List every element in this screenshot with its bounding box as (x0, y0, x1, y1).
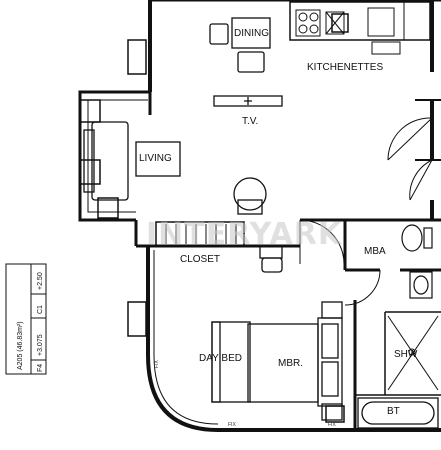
burner-2 (309, 12, 319, 22)
shower-cross (387, 315, 439, 391)
mba-toilet (401, 224, 423, 252)
living-furniture (83, 121, 267, 215)
tub-inner (361, 401, 435, 425)
sink-cross (325, 11, 345, 35)
closet (155, 221, 245, 247)
desk-chair-seat (261, 257, 283, 273)
bedroom-left-wall-inner (153, 250, 219, 425)
burner-4 (309, 24, 319, 34)
living-bay-window (78, 90, 150, 222)
kitchen-counter (289, 1, 431, 55)
kitchen-stool (371, 41, 401, 55)
entry-wall (415, 99, 441, 161)
day-bed-back (211, 321, 221, 403)
nightstand-bottom (321, 403, 343, 421)
lamp-box-6 (325, 405, 345, 423)
room-label-closet: CLOSET (180, 254, 220, 265)
kitchen-counter-top (289, 1, 431, 41)
doors (299, 117, 433, 306)
right-door-swing (409, 159, 433, 201)
mba-fixtures (401, 224, 433, 299)
mba-door-swing (344, 269, 381, 306)
unit-tag: A205 (46.83m²) F4 +3.075 C1 +2.50 (5, 263, 47, 375)
mba-vanity (409, 271, 433, 299)
tv-unit (213, 95, 283, 107)
lamp-box-2 (79, 99, 101, 123)
room-label-mba: MBA (364, 246, 386, 257)
left-wall-mid (134, 92, 152, 246)
lamp-box-4 (97, 197, 119, 219)
lamp-box-1 (127, 39, 147, 75)
lamp-box-5 (127, 301, 147, 337)
armchair-seat (237, 199, 263, 215)
room-label-bt: BT (387, 406, 400, 417)
sofa (91, 121, 129, 201)
coffee-table (135, 141, 181, 177)
lamp-box-7 (331, 13, 349, 33)
unit-tag-ceiling-code: C1 (37, 305, 44, 314)
watermark: INTERYARK (146, 217, 343, 252)
stove (295, 9, 321, 37)
dining-chair-bottom (237, 51, 265, 73)
burner-1 (298, 12, 308, 22)
room-label-shw: SHW (394, 349, 418, 360)
tub-outer (357, 397, 439, 429)
dining-chair-left (209, 23, 229, 45)
closet-frame (155, 221, 245, 247)
shower-drain (408, 348, 416, 356)
mba-basin (413, 275, 429, 295)
burner-3 (298, 24, 308, 34)
room-label-tv: T.V. (242, 116, 258, 127)
pillow-top (321, 323, 339, 359)
dining-table (231, 17, 271, 49)
lamp-box-3 (79, 159, 101, 185)
bedroom-left-wall (146, 246, 219, 432)
nightstand-top (321, 301, 343, 319)
armchair (233, 177, 267, 211)
closet-hanger-lines (165, 224, 237, 244)
pillow-bottom (321, 361, 339, 397)
fix-label-left: FIX (228, 422, 236, 428)
unit-tag-unit: A205 (46.83m²) (17, 321, 24, 370)
fix-label-right: FIX (328, 422, 336, 428)
tv-console (213, 95, 283, 107)
mba-toilet-tank (423, 227, 433, 249)
unit-tag-frame (5, 263, 47, 375)
unit-tag-level: +3.075 (37, 334, 44, 356)
shower (387, 315, 439, 391)
fix-label-side: FIX (154, 360, 160, 368)
bedroom-door-swing (299, 219, 345, 265)
room-label-day-bed: DAY BED (199, 353, 242, 364)
unit-tag-ceiling-height: +2.50 (37, 272, 44, 290)
room-label-kitchenettes: KITCHENETTES (307, 62, 383, 73)
sink (325, 11, 345, 35)
room-label-mbr: MBR. (278, 358, 303, 369)
dining-set (209, 17, 271, 73)
unit-tag-floor: F4 (37, 364, 44, 372)
room-label-living: LIVING (139, 153, 172, 164)
sofa-back (83, 129, 95, 193)
living-bay-window-inner (87, 99, 148, 213)
bathtub (357, 397, 439, 429)
walls (78, 0, 441, 432)
fixtures (79, 13, 349, 423)
tv-mark (244, 97, 252, 105)
entry-door-swing (387, 117, 433, 161)
desk-chair (259, 245, 283, 273)
room-label-dining: DINING (234, 28, 269, 39)
kitchen-cabinet (367, 7, 395, 37)
fridge (403, 1, 431, 41)
